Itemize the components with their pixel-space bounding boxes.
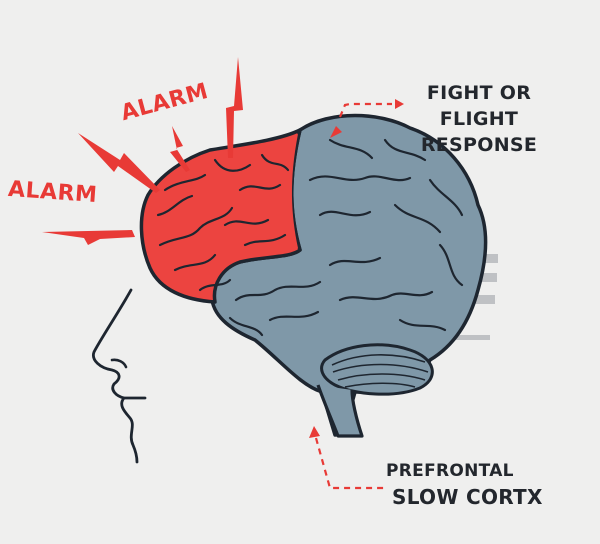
fight-or-flight-callout: FIGHT OR FLIGHT RESPONSE: [404, 80, 554, 158]
cerebellum-folds: [331, 354, 429, 388]
alarm-lightning-bolts: [42, 57, 243, 245]
face-profile: [92, 288, 147, 464]
nostril: [110, 358, 128, 369]
lightning-bolt-icon: [226, 57, 243, 158]
arrow-head-icon: [309, 426, 320, 438]
arrow-head-icon: [330, 126, 342, 138]
callout-line: RESPONSE: [420, 134, 538, 156]
brainstem: [316, 384, 364, 438]
lightning-bolt-icon: [42, 230, 135, 245]
lightning-bolt-icon: [78, 133, 160, 193]
arrow-head-icon: [395, 99, 404, 109]
lightning-bolt-icon: [170, 126, 190, 172]
fight-flight-pointer: [338, 102, 392, 118]
callout-line: FLIGHT: [439, 108, 519, 130]
callout-line: FIGHT OR: [426, 82, 532, 104]
prefrontal-pointer: [314, 437, 385, 490]
slow-cortex-label: SLOW CORTX: [392, 485, 543, 509]
cerebellum: [320, 343, 434, 396]
red-lobe-folds: [156, 153, 290, 292]
brain-red-frontal-lobe: [139, 128, 302, 304]
gray-lobe-folds: [228, 138, 464, 337]
prefrontal-label: PREFRONTAL: [386, 461, 514, 481]
